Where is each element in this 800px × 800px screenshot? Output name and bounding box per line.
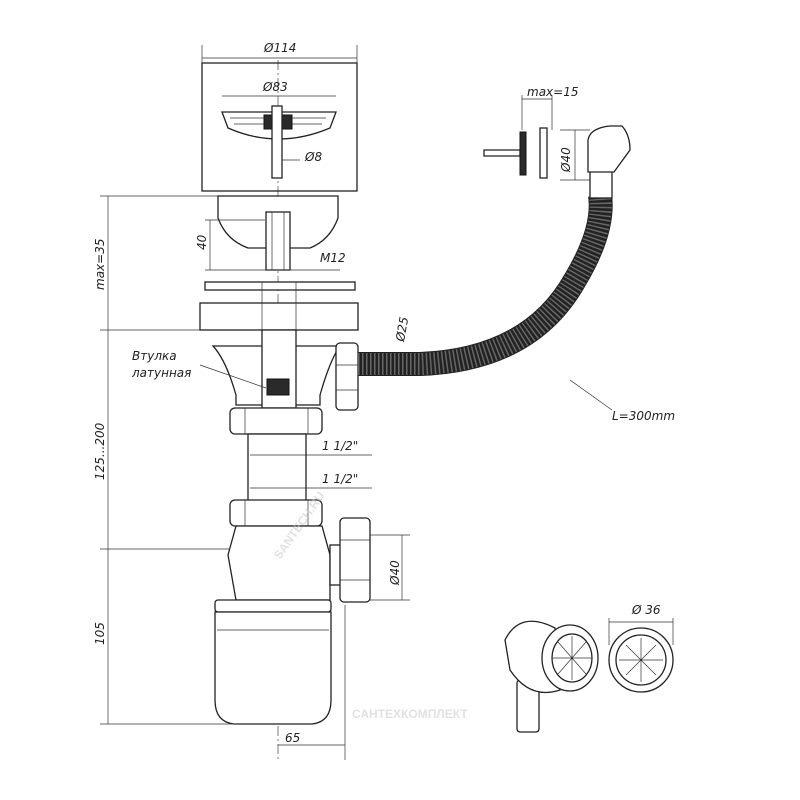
dim-overflow-diameter: Ø25	[393, 316, 411, 344]
dim-top-diameter: Ø114	[263, 41, 296, 55]
dim-grate-diameter: Ø 36	[631, 603, 661, 617]
siphon-bottle	[214, 517, 410, 725]
strainer-top-view	[201, 45, 358, 192]
strainer-basket	[205, 195, 340, 271]
dim-hose-length: L=300mm	[612, 409, 675, 423]
overflow-parts	[483, 95, 590, 181]
sink-flange	[199, 281, 359, 331]
siphon-inlet-body	[199, 329, 342, 409]
dim-thread-lower: 1 1/2"	[322, 472, 358, 486]
dim-overflow-outlet-diameter: Ø40	[559, 147, 573, 173]
overflow-grate-view	[608, 618, 674, 693]
dim-bottle-height: 105	[93, 622, 107, 645]
dim-height-range: 125...200	[93, 422, 107, 480]
dim-bolt-thread: M12	[320, 251, 346, 265]
dim-outlet-diameter: Ø40	[388, 560, 402, 586]
dim-bolt-length: 40	[195, 234, 209, 250]
dim-offset: 65	[285, 731, 300, 745]
dim-overflow-max: max=15	[527, 85, 578, 99]
dim-thread-upper: 1 1/2"	[322, 439, 358, 453]
watermark-santehkomplekt: САНТЕХКОМПЛЕКТ	[352, 707, 468, 721]
label-brass-bushing-1: Втулка	[132, 349, 177, 363]
siphon-tube	[229, 407, 372, 527]
dim-max-thickness: max=35	[93, 239, 107, 290]
overflow-3d-view	[504, 620, 599, 733]
dim-strainer-diameter: Ø83	[262, 80, 288, 94]
overflow-hose	[335, 125, 631, 411]
label-brass-bushing-2: латунная	[131, 366, 191, 380]
dim-rod-diameter: Ø8	[304, 150, 322, 164]
